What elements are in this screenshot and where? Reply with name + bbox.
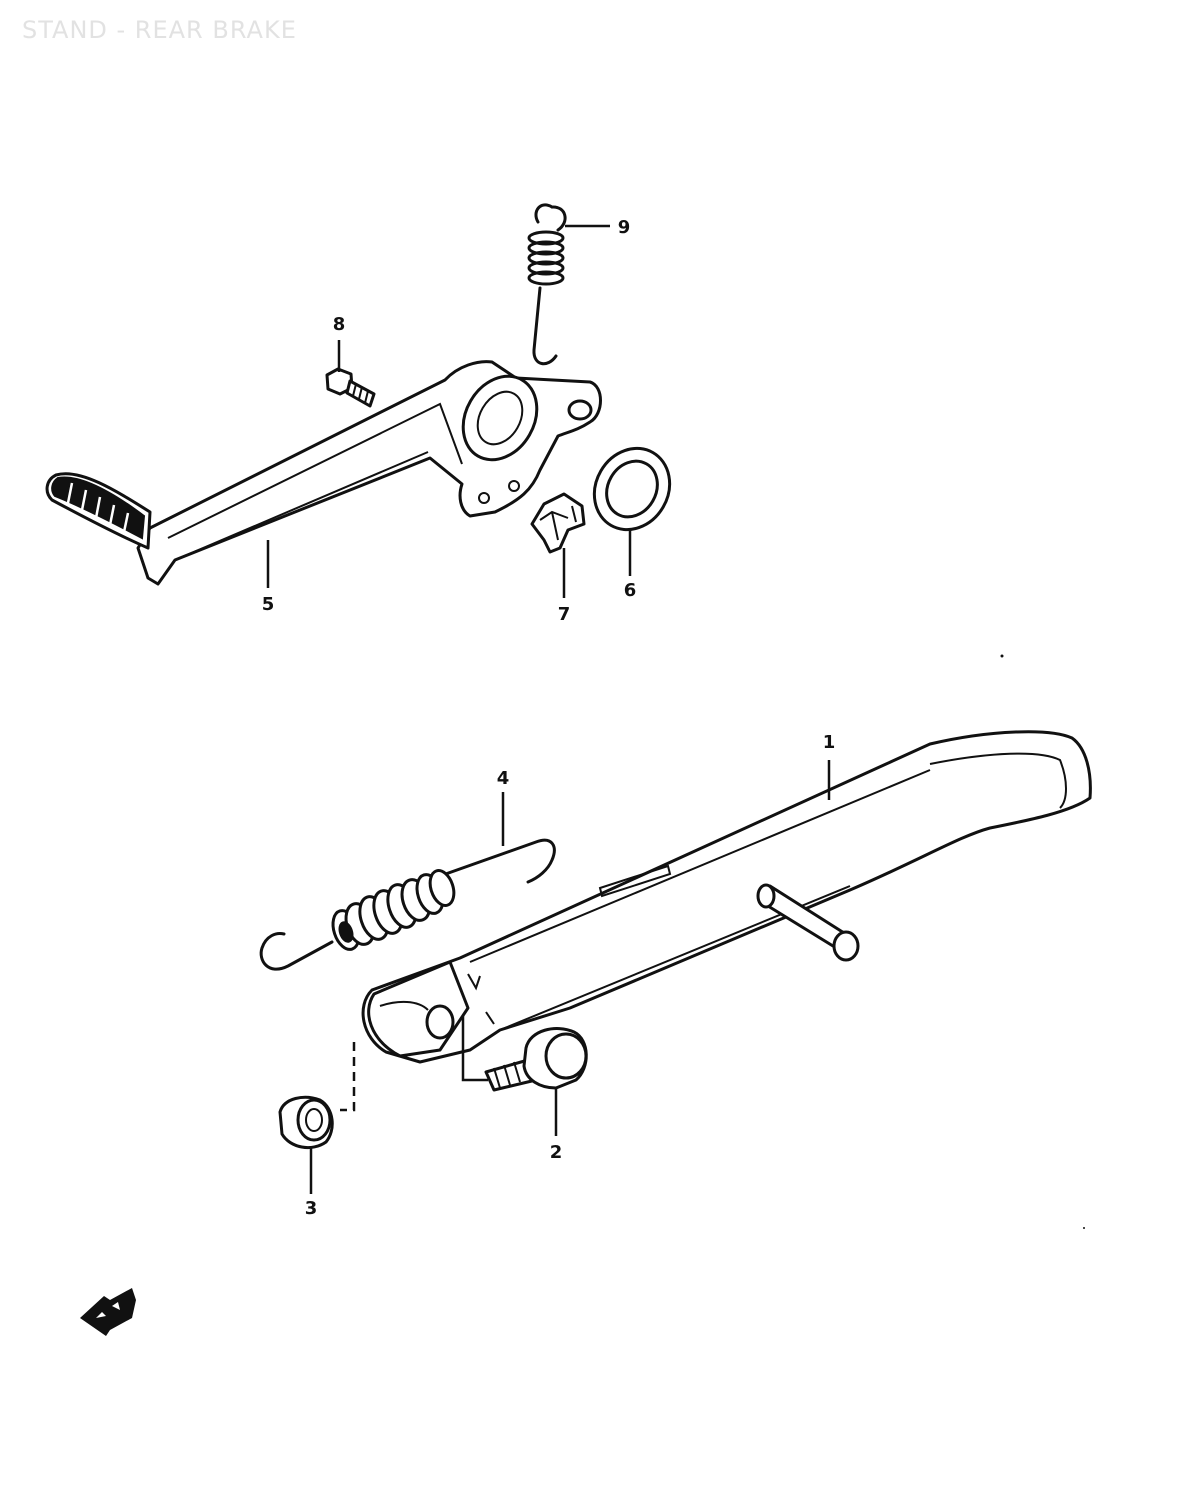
callout-7: 7 [558,604,571,625]
callout-2: 2 [550,1142,563,1163]
stray-mark [1000,654,1004,658]
callout-4: 4 [497,768,510,789]
washer [592,446,672,532]
clip [530,492,586,554]
callout-numbers: 1 2 3 4 5 6 7 8 9 [262,217,836,1219]
stray-mark [1083,1227,1085,1229]
rear-brake-pedal [45,360,602,586]
callout-1: 1 [823,732,836,753]
pedal-return-spring [527,203,567,366]
stand-nut [278,1095,334,1150]
leader-lines [266,224,831,1194]
callout-9: 9 [618,217,631,238]
callout-5: 5 [262,594,275,615]
stand [361,730,1092,1064]
stand-bolt [484,1027,588,1092]
stand-spring [259,838,556,971]
callout-8: 8 [333,314,346,335]
diagram-title: STAND - REAR BRAKE [22,16,297,44]
callout-3: 3 [305,1198,318,1219]
callout-6: 6 [624,580,637,601]
front-arrow-icon [80,1288,136,1336]
pedal-bolt [325,367,376,408]
